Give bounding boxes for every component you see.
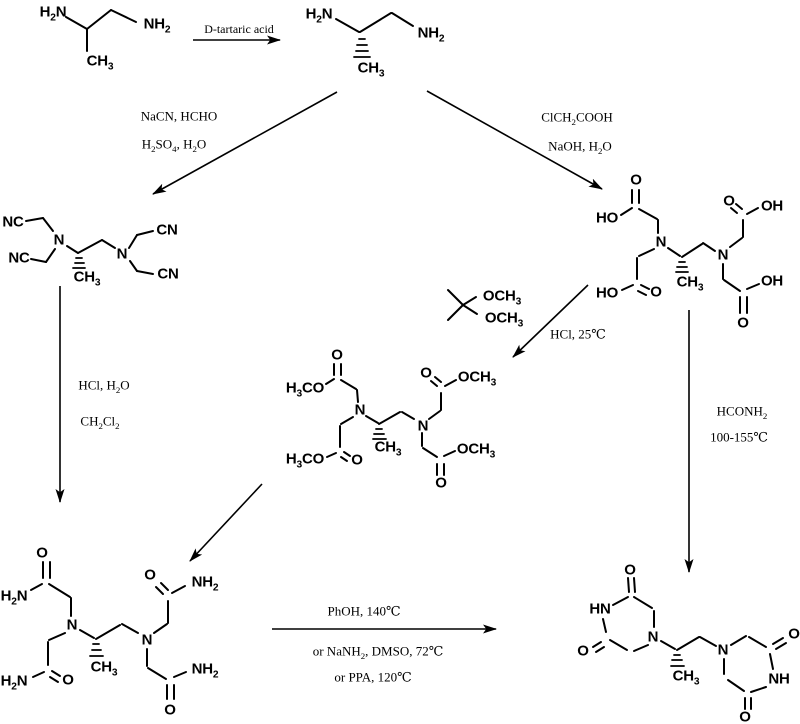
hash-wedge <box>353 38 371 58</box>
reaction-arrows <box>55 35 694 634</box>
bonds-tetranitrile <box>25 217 154 275</box>
atom-label-n: N <box>53 231 65 249</box>
atom-label-n: N <box>717 641 729 659</box>
bonds-tetraacid <box>620 189 760 314</box>
atom-label-n: N <box>417 417 429 435</box>
atom-label-h3co: H3CO <box>285 379 325 400</box>
reagent-ch2cl2: CH2Cl2 <box>80 413 120 432</box>
hash-wedge <box>72 257 86 269</box>
hash-wedge <box>670 654 685 667</box>
atom-label-h2n: H2N <box>39 3 67 24</box>
arrow-to-tetraester <box>512 284 589 358</box>
atom-label-o: O <box>420 364 432 382</box>
atom-label-o: O <box>650 283 662 301</box>
reagent-100-155c: 100-155℃ <box>710 429 768 445</box>
atom-label-o: O <box>788 625 800 643</box>
atom-label-o: O <box>737 314 749 332</box>
reagent-resolution: D-tartaric acid <box>204 22 274 36</box>
atom-label-och3: OCH3 <box>457 368 497 389</box>
atom-label-ho: HO <box>595 284 619 302</box>
atom-label-nc: NC <box>8 249 30 267</box>
reagent-phoh-140c: PhOH, 140℃ <box>327 603 401 619</box>
reagent-hconh2: HCONH2 <box>716 403 768 422</box>
atom-label-n: N <box>717 246 729 264</box>
hash-wedge <box>89 643 104 657</box>
reagent-hcl-25c: HCl, 25℃ <box>550 326 606 342</box>
atom-label-o: O <box>723 192 735 210</box>
atom-label-n: N <box>116 245 128 263</box>
atom-label-h2n: H2N <box>0 587 28 608</box>
atom-label-o: O <box>331 346 343 364</box>
reagent-hcl-h2o: HCl, H2O <box>78 377 130 396</box>
atom-label-o: O <box>630 171 642 189</box>
atom-label-ch3: CH3 <box>86 52 114 73</box>
atom-label-o: O <box>62 671 74 689</box>
atom-label-o: O <box>435 474 447 492</box>
atom-label-ch3: CH3 <box>357 59 385 80</box>
reagent-ppa-120c: or PPA, 120℃ <box>334 669 412 685</box>
atom-label-o: O <box>164 701 176 719</box>
atom-label-nc: NC <box>2 213 24 231</box>
bonds-dexrazoxane <box>592 577 787 710</box>
atom-label-ch3: CH3 <box>374 438 402 459</box>
atom-label-h2n: H2N <box>305 5 333 26</box>
atom-label-nh: NH <box>768 670 790 688</box>
atom-label-cn: CN <box>156 221 178 239</box>
atom-label-n: N <box>655 233 667 251</box>
atom-label-ho: HO <box>595 209 619 227</box>
atom-label-nh2: NH2 <box>417 24 445 45</box>
atom-label-cn: CN <box>157 265 179 283</box>
reagent-h2so4-h2o: H2SO4, H2O <box>141 136 207 155</box>
atom-label-oh: OH <box>760 272 784 290</box>
atom-label-oh: OH <box>760 197 784 215</box>
atom-label-och3: OCH3 <box>456 440 496 461</box>
bonds-tetraester <box>325 363 457 476</box>
atom-label-hn: HN <box>589 600 611 618</box>
atom-label-ch3: CH3 <box>90 658 118 679</box>
reagent-nanh2-dmso-72c: or NaNH2, DMSO, 72℃ <box>312 643 444 662</box>
atom-label-n: N <box>647 628 659 646</box>
reagent-clch2cooh: ClCH2COOH <box>541 109 613 128</box>
atom-label-o: O <box>36 544 48 562</box>
bonds-s-propylenediamine <box>335 12 414 58</box>
atom-label-ch3: CH3 <box>73 268 101 289</box>
atom-label-ch3: CH3 <box>676 273 704 294</box>
atom-label-o: O <box>144 566 156 584</box>
atom-label-n: N <box>66 616 78 634</box>
bonds-tetraamide <box>30 561 187 700</box>
arrow-to-tetranitrile <box>152 91 338 195</box>
arrow-ester-to-amide <box>189 483 263 562</box>
reagent-nacn-hcho: NaCN, HCHO <box>140 108 218 124</box>
atom-label-o: O <box>577 642 589 660</box>
atom-label-h2n: H2N <box>0 672 28 693</box>
atom-label-n: N <box>354 401 366 419</box>
arrow-to-tetraacid <box>426 90 603 190</box>
atom-label-nh2: NH2 <box>191 573 219 594</box>
atom-label-nh2: NH2 <box>191 660 219 681</box>
atom-label-nh2: NH2 <box>143 15 171 36</box>
atom-label-o: O <box>351 451 363 469</box>
hash-wedge <box>675 261 689 273</box>
atom-label-h3co: H3CO <box>285 450 325 471</box>
atom-label-och3: OCH3 <box>482 287 522 308</box>
reagent-naoh-h2o: NaOH, H2O <box>548 138 612 157</box>
atom-label-o: O <box>739 708 751 724</box>
bonds-dimethoxypropane <box>447 289 478 321</box>
atom-label-ch3: CH3 <box>672 667 700 688</box>
atom-label-n: N <box>141 631 153 649</box>
atom-label-och3: OCH3 <box>484 309 524 330</box>
hash-wedge <box>372 428 387 440</box>
bonds-propylenediamine <box>65 9 137 52</box>
atom-label-o: O <box>624 561 636 579</box>
